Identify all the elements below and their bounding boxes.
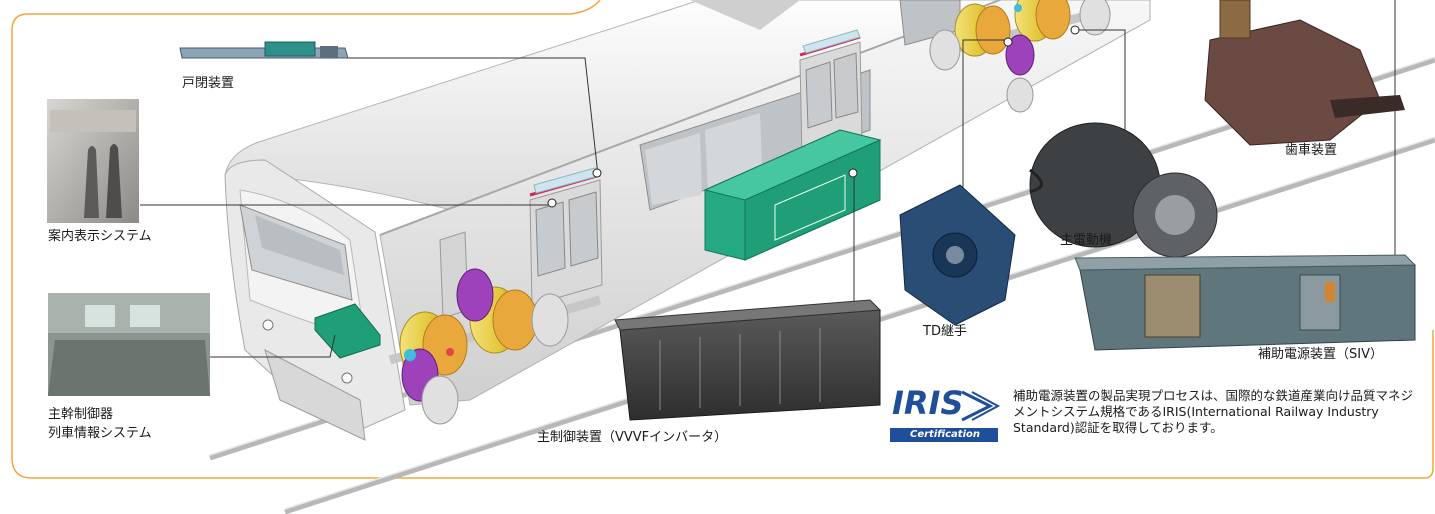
door-2 bbox=[799, 29, 863, 159]
wheelset-rear bbox=[928, 0, 1112, 113]
label-info-display: 案内表示システム bbox=[48, 229, 152, 244]
label-main-motor: 主電動機 bbox=[1060, 233, 1113, 248]
main-motor-image bbox=[1029, 122, 1218, 258]
label-aux-power: 補助電源装置（SIV） bbox=[1258, 347, 1383, 362]
info-display-photo bbox=[47, 99, 139, 223]
wheelset-front bbox=[388, 268, 602, 425]
vvvf-inverter-image bbox=[614, 299, 882, 421]
label-train-info-system: 列車情報システム bbox=[48, 426, 152, 441]
label-gear-unit: 歯車装置 bbox=[1285, 143, 1338, 158]
door-operator-device-image bbox=[179, 41, 349, 59]
iris-logo-subtext: Certification bbox=[909, 429, 980, 440]
iris-logo bbox=[887, 385, 1001, 443]
siv-image bbox=[1074, 254, 1417, 351]
green-equipment-box bbox=[703, 129, 882, 261]
td-coupling-image bbox=[899, 184, 1016, 326]
label-td-coupling: TD継手 bbox=[923, 324, 967, 339]
green-master-controller bbox=[314, 303, 381, 359]
label-door-device: 戸閉装置 bbox=[182, 76, 235, 91]
label-master-controller: 主幹制御器 bbox=[48, 407, 114, 422]
iris-description: 補助電源装置の製品実現プロセスは、国際的な鉄道産業向け品質マネジメントシステム規… bbox=[1013, 388, 1414, 435]
iris-logo-text: IRIS bbox=[892, 384, 964, 422]
frame-border bbox=[11, 0, 1434, 479]
master-controller-photo bbox=[48, 293, 210, 396]
gear-unit-image bbox=[1204, 0, 1405, 146]
label-main-control: 主制御装置（VVVFインバータ） bbox=[537, 430, 728, 445]
